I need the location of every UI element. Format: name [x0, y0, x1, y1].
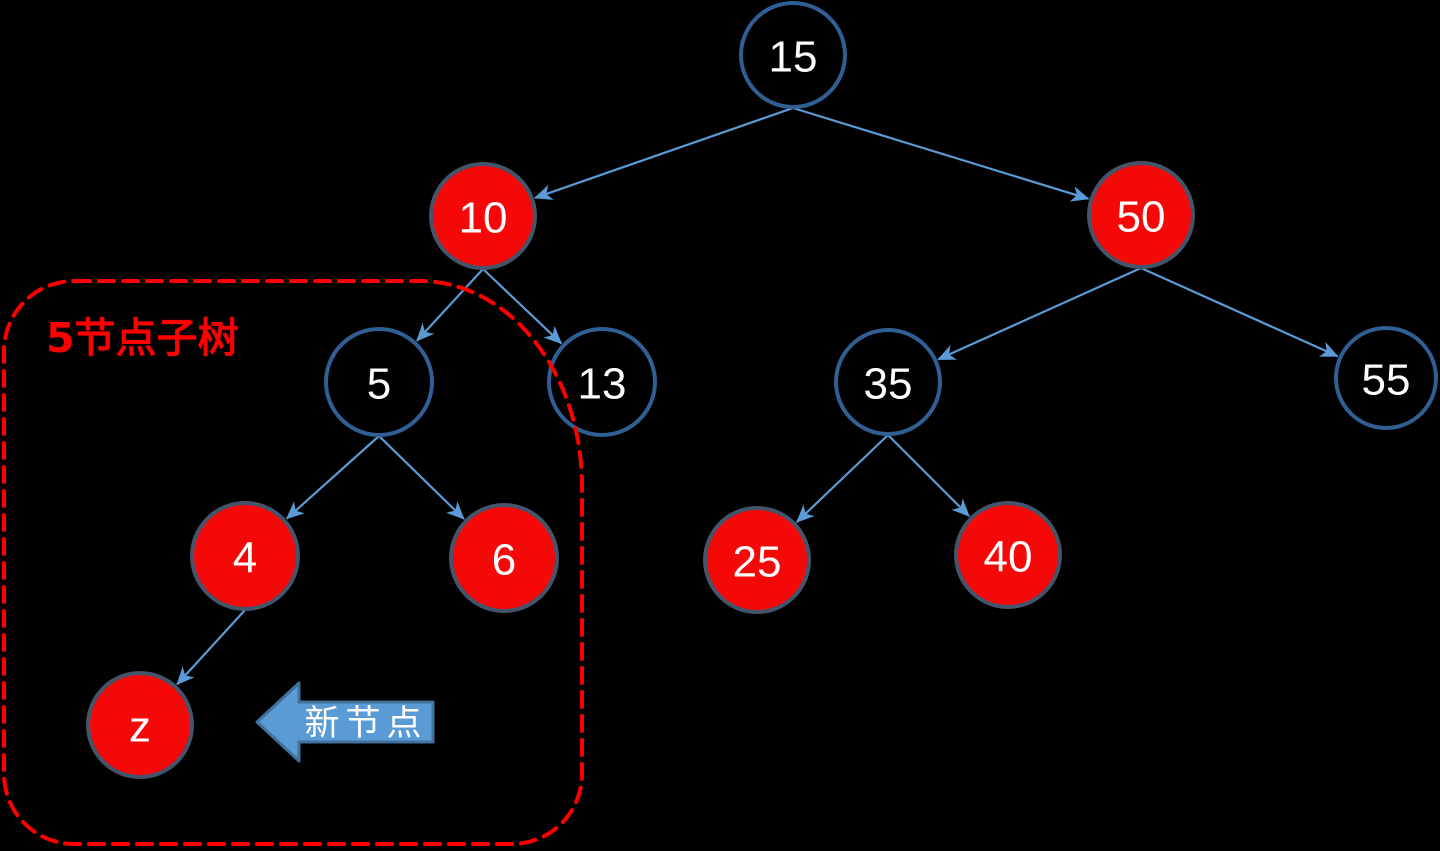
node-circle: [86, 671, 194, 779]
node-label: 13: [578, 360, 627, 409]
node-z: z: [86, 671, 194, 779]
edge-10-5: [416, 268, 484, 342]
node-40: 40: [954, 501, 1062, 609]
node-circle: [1087, 161, 1195, 269]
node-4: 4: [190, 501, 300, 611]
node-label: 40: [984, 533, 1033, 582]
node-35: 35: [834, 328, 942, 436]
edge-15-50: [792, 106, 1090, 202]
new-node-callout: 新节点: [255, 681, 435, 763]
node-circle: [1334, 326, 1438, 430]
node-5: 5: [324, 327, 434, 437]
edge-50-55: [1140, 266, 1339, 358]
subtree-dashed-border: [1, 278, 584, 846]
node-label: 6: [492, 536, 516, 585]
edge-5-4: [285, 435, 380, 520]
node-label: 50: [1117, 193, 1166, 242]
edges-layer: [176, 106, 1339, 686]
edge-4-z: [176, 609, 246, 686]
edge-50-35: [937, 266, 1142, 361]
subtree-annotation: 5节点子树: [1, 278, 584, 846]
node-circle: [547, 327, 657, 437]
node-circle: [739, 1, 847, 109]
node-10: 10: [429, 162, 537, 270]
edge-35-40: [887, 434, 970, 517]
node-55: 55: [1334, 326, 1438, 430]
node-label: 10: [459, 194, 508, 243]
node-label: 15: [769, 33, 818, 82]
node-label: 55: [1362, 356, 1411, 405]
node-circle: [954, 501, 1062, 609]
node-circle: [324, 327, 434, 437]
node-label: 5: [367, 360, 391, 409]
node-circle: [449, 503, 559, 613]
node-circle: [190, 501, 300, 611]
node-label: 35: [864, 360, 913, 409]
node-6: 6: [449, 503, 559, 613]
subtree-label: 5节点子树: [46, 314, 239, 362]
node-25: 25: [703, 506, 811, 614]
left-block-arrow-icon: [255, 681, 435, 763]
node-label: z: [129, 703, 151, 752]
node-circle: [429, 162, 537, 270]
edge-5-6: [378, 435, 465, 520]
node-label: 25: [733, 538, 782, 587]
node-13: 13: [547, 327, 657, 437]
edge-35-25: [796, 434, 889, 523]
callout-label: 新节点: [304, 704, 427, 744]
edge-10-13: [482, 268, 563, 345]
node-15: 15: [739, 1, 847, 109]
nodes-layer: 15 10 50 5 13 35 55 4 6 25 40 z: [86, 1, 1438, 779]
edge-15-10: [533, 106, 794, 200]
node-50: 50: [1087, 161, 1195, 269]
node-circle: [703, 506, 811, 614]
node-circle: [834, 328, 942, 436]
node-label: 4: [233, 534, 257, 583]
